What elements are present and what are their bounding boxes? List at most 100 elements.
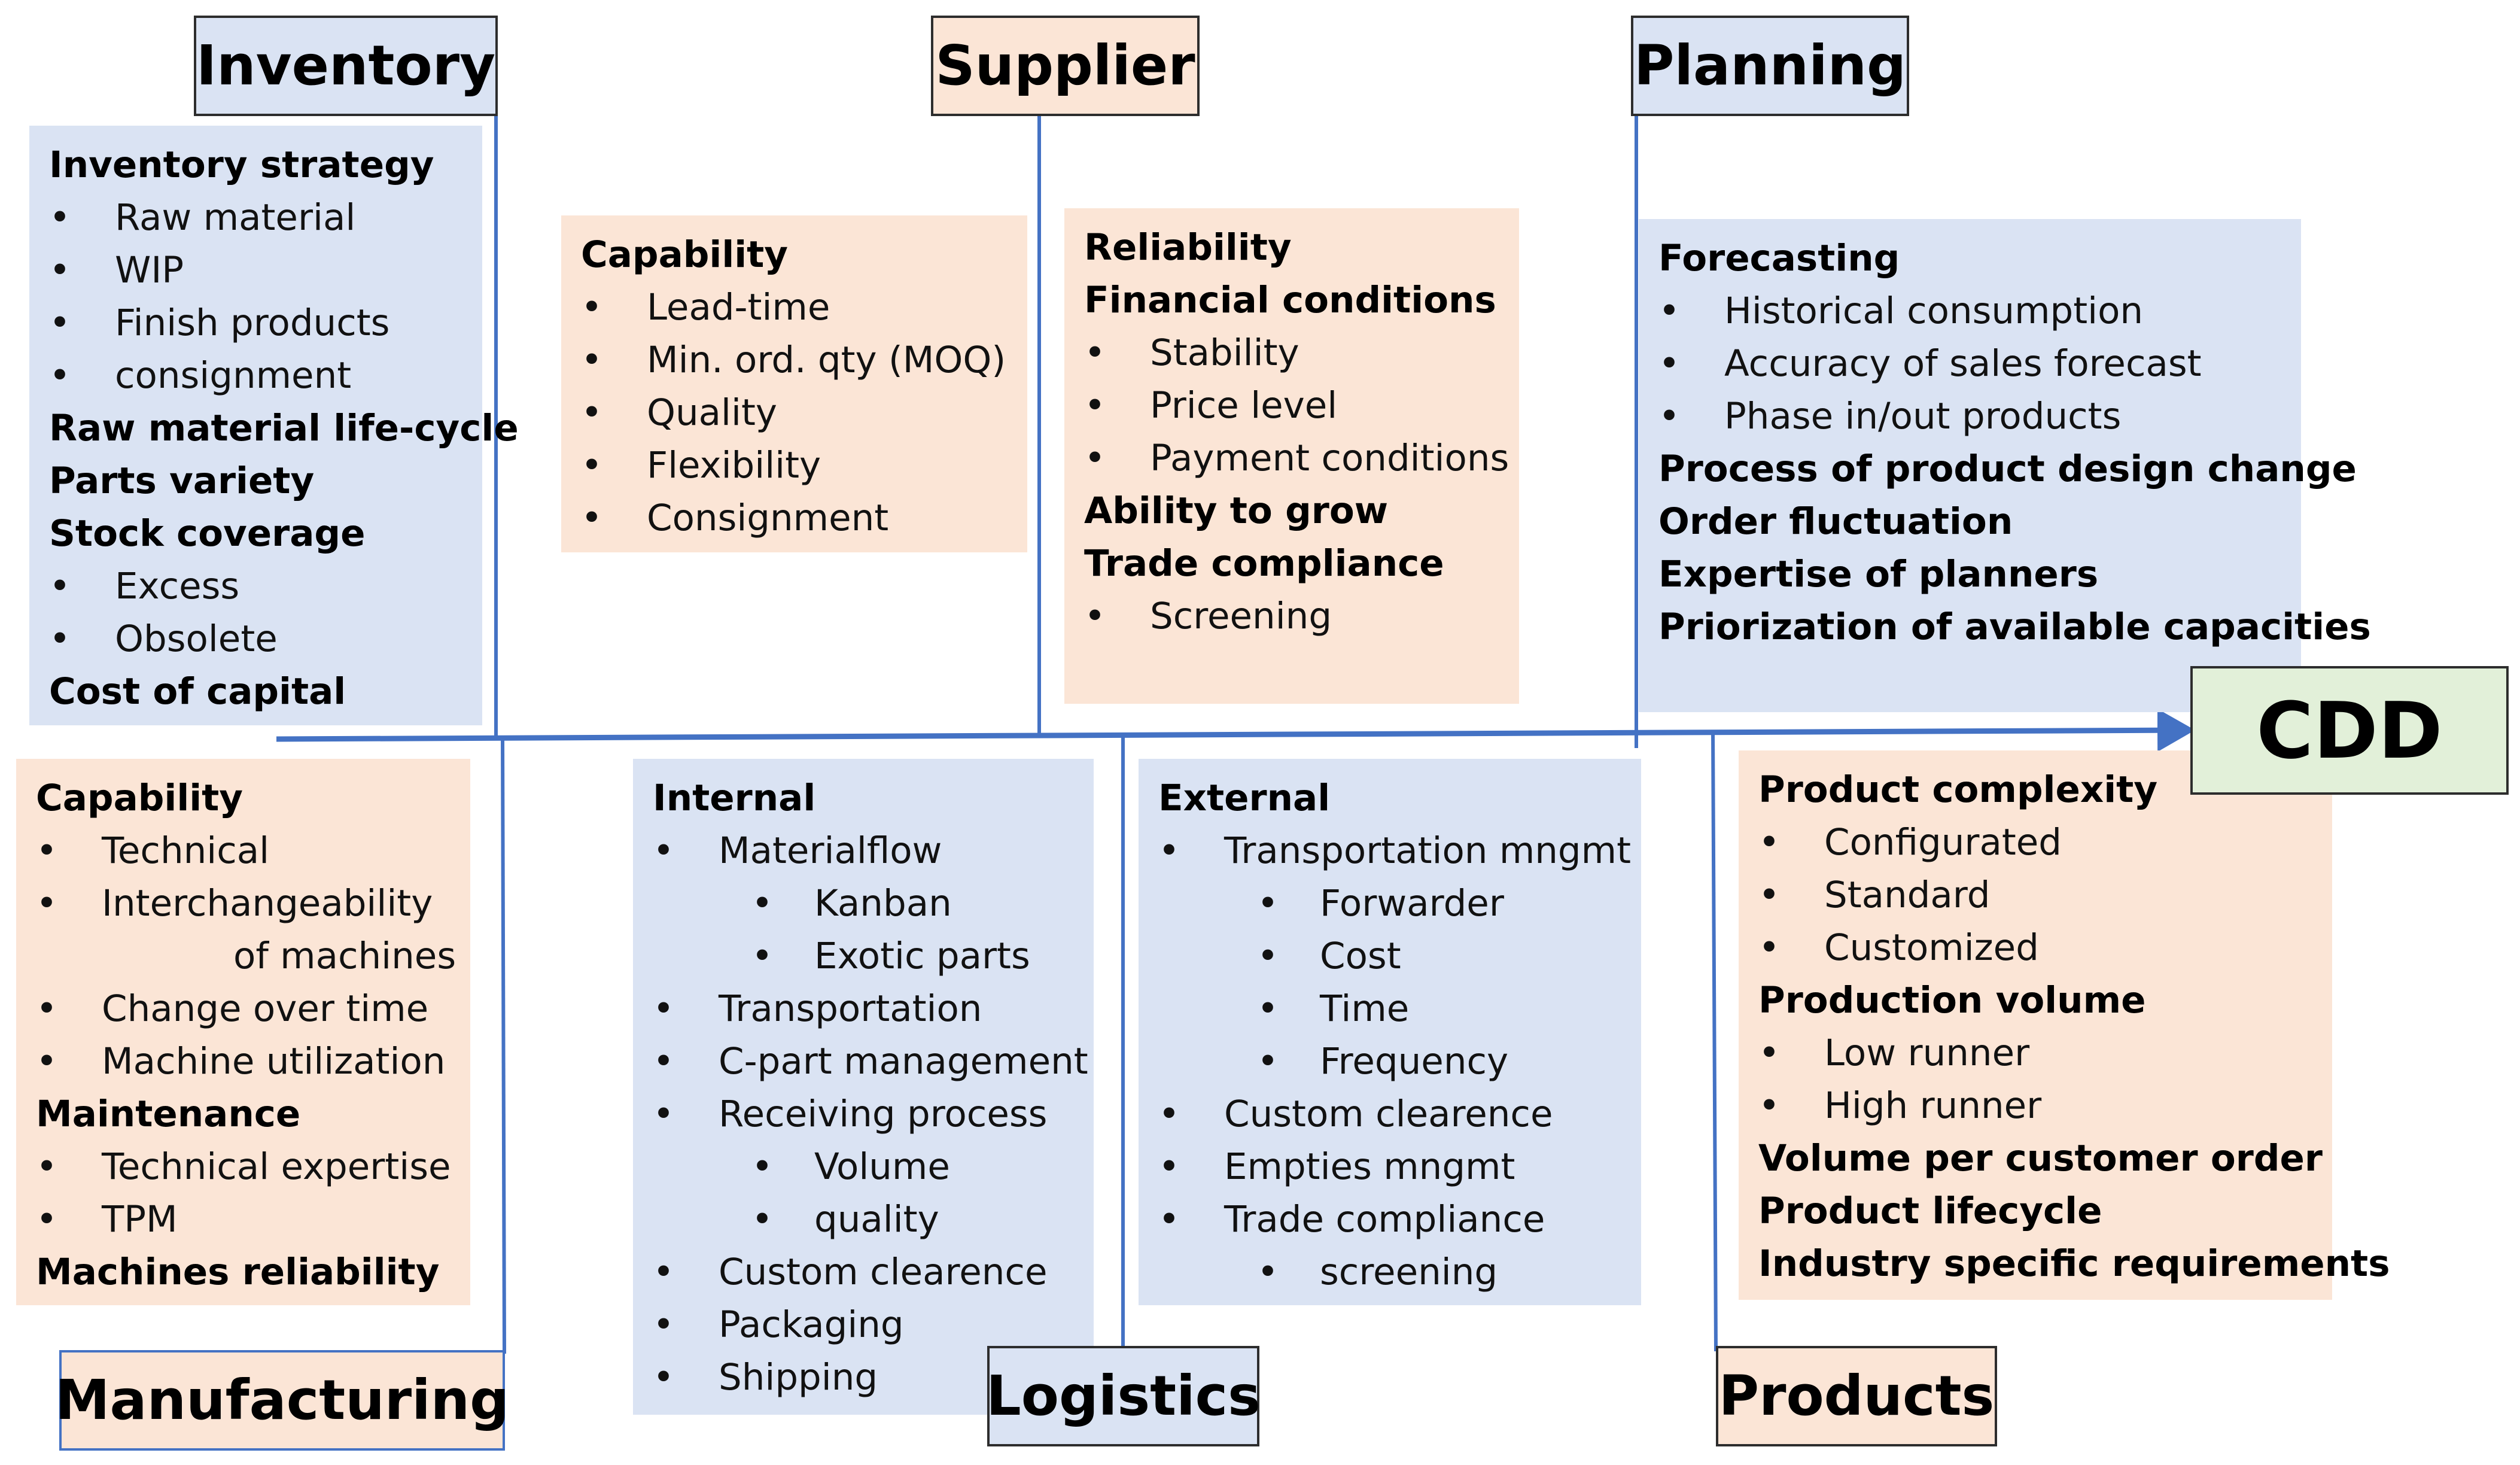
bullet-icon: • xyxy=(36,829,57,872)
manufacturing-category-box: Manufacturing xyxy=(55,1350,509,1451)
bullet-text: Empties mngmt xyxy=(1224,1145,1515,1188)
bullet-icon: • xyxy=(36,987,57,1030)
bullet-icon: • xyxy=(1257,1040,1279,1083)
effect-box: CDD xyxy=(2190,666,2509,795)
sub-bullet-item: •Frequency xyxy=(1158,1035,1641,1088)
panel-heading: Stock coverage xyxy=(49,512,366,555)
bullet-item: •Trade compliance xyxy=(1158,1193,1641,1246)
bullet-item: •Machine utilization xyxy=(36,1035,470,1088)
bullet-icon: • xyxy=(1158,1093,1180,1135)
bullet-icon: • xyxy=(581,339,602,381)
bullet-text: Kanban xyxy=(814,882,952,925)
bullet-text: Exotic parts xyxy=(814,935,1030,977)
bullet-icon: • xyxy=(1257,882,1279,925)
bullet-icon: • xyxy=(751,882,773,925)
panel-heading: External xyxy=(1158,777,1331,819)
bullet-text: High runner xyxy=(1824,1084,2042,1127)
bullet-item: • consignment xyxy=(49,349,482,402)
bullet-item: of machines xyxy=(36,930,470,983)
bullet-icon: • xyxy=(1658,395,1680,437)
panel-heading: Order fluctuation xyxy=(1658,500,2013,543)
bullet-text: Change over time xyxy=(102,987,429,1030)
bullet-icon: • xyxy=(653,829,674,872)
bullet-item: • Price level xyxy=(1084,379,1519,432)
bullet-text: Quality xyxy=(647,391,777,434)
bullet-item: • Phase in/out products xyxy=(1658,390,2301,443)
bullet-text: WIP xyxy=(115,249,184,291)
bullet-item: •Historical consumption xyxy=(1658,285,2301,338)
inventory-panel: Inventory strategy•Raw material•WIP•Fini… xyxy=(29,126,519,725)
bullet-icon: • xyxy=(751,935,773,977)
bullet-item: •Low runner xyxy=(1758,1027,2332,1080)
bullet-text: Customized xyxy=(1824,926,2039,969)
bullet-text: of machines xyxy=(233,935,456,977)
bullet-icon: • xyxy=(49,565,71,607)
bullet-text: Interchangeability xyxy=(102,882,433,925)
bullet-text: Receiving process xyxy=(719,1093,1048,1135)
bullet-icon: • xyxy=(49,249,71,291)
bullet-icon: • xyxy=(1084,384,1106,427)
bullet-item: •Obsolete xyxy=(49,613,482,665)
bullet-text: TPM xyxy=(102,1198,178,1241)
bullet-item: • Empties mngmt xyxy=(1158,1141,1641,1193)
panel-heading: Volume per customer order xyxy=(1758,1137,2323,1180)
bullet-icon: • xyxy=(36,1198,57,1241)
bullet-text: Low runner xyxy=(1824,1032,2030,1074)
bullet-icon: • xyxy=(1084,595,1106,637)
bullet-item: •Materialflow xyxy=(653,825,1094,877)
bullet-icon: • xyxy=(36,882,57,925)
spine-line xyxy=(276,709,2195,752)
sub-bullet-item: • Exotic parts xyxy=(653,930,1094,983)
bullet-text: Flexibility xyxy=(647,444,821,487)
bullet-text: Price level xyxy=(1150,384,1338,427)
bullet-text: Volume xyxy=(814,1145,950,1188)
bullet-item: •Transportation xyxy=(653,983,1094,1035)
bullet-text: Transportation mngmt xyxy=(1224,829,1631,872)
panel-heading: Trade compliance xyxy=(1084,542,1444,585)
bullet-item: • Change over time xyxy=(36,983,470,1035)
bullet-text: Historical consumption xyxy=(1724,290,2144,332)
bullet-icon: • xyxy=(581,391,602,434)
bullet-text: screening xyxy=(1320,1251,1498,1293)
sub-bullet-item: •screening xyxy=(1158,1246,1641,1299)
bullet-icon: • xyxy=(1158,1145,1180,1188)
bullet-icon: • xyxy=(581,497,602,539)
bullet-icon: • xyxy=(1158,1198,1180,1241)
sub-bullet-item: • Kanban xyxy=(653,877,1094,930)
bullet-text: Lead-time xyxy=(647,286,830,329)
sub-bullet-item: •Cost xyxy=(1158,930,1641,983)
bullet-icon: • xyxy=(653,1093,674,1135)
panel-heading: Inventory strategy xyxy=(49,144,434,186)
bullet-icon: • xyxy=(653,1303,674,1346)
bullet-icon: • xyxy=(49,354,71,397)
bullet-icon: • xyxy=(49,196,71,239)
supplier-category-box: Supplier xyxy=(931,16,1200,116)
bullet-text: Shipping xyxy=(719,1356,878,1399)
panel-heading: Forecasting xyxy=(1658,237,1900,279)
bullet-text: Technical expertise xyxy=(102,1145,451,1188)
bullet-text: Technical xyxy=(102,829,270,872)
bullet-item: • Excess xyxy=(49,560,482,613)
bullet-item: • TPM xyxy=(36,1193,470,1246)
bullet-icon: • xyxy=(49,302,71,344)
bullet-text: consignment xyxy=(115,354,352,397)
panel-heading: Product complexity xyxy=(1758,768,2158,811)
bullet-text: Excess xyxy=(115,565,240,607)
bullet-text: Forwarder xyxy=(1320,882,1504,925)
bullet-item: •Accuracy of sales forecast xyxy=(1658,338,2301,390)
panel-heading: Priorization of available capacities xyxy=(1658,606,2371,648)
bullet-text: C-part management xyxy=(719,1040,1088,1083)
panel-heading: Maintenance xyxy=(36,1093,301,1135)
manufacturing-bone xyxy=(501,737,506,1354)
bullet-icon: • xyxy=(1257,935,1279,977)
bullet-text: Screening xyxy=(1150,595,1332,637)
bullet-text: Standard xyxy=(1824,874,1991,916)
panel-heading: Reliability xyxy=(1084,226,1292,269)
panel-heading: Raw material life-cycle xyxy=(49,407,519,449)
logistics-internal-panel: Internal•Materialflow•Kanban•Exotic part… xyxy=(633,759,1094,1415)
panel-heading: Process of product design change xyxy=(1658,448,2357,490)
logistics-external-panel: External • Transportation mngmt • Forwarder •… xyxy=(1139,759,1641,1305)
bullet-text: Phase in/out products xyxy=(1724,395,2122,437)
